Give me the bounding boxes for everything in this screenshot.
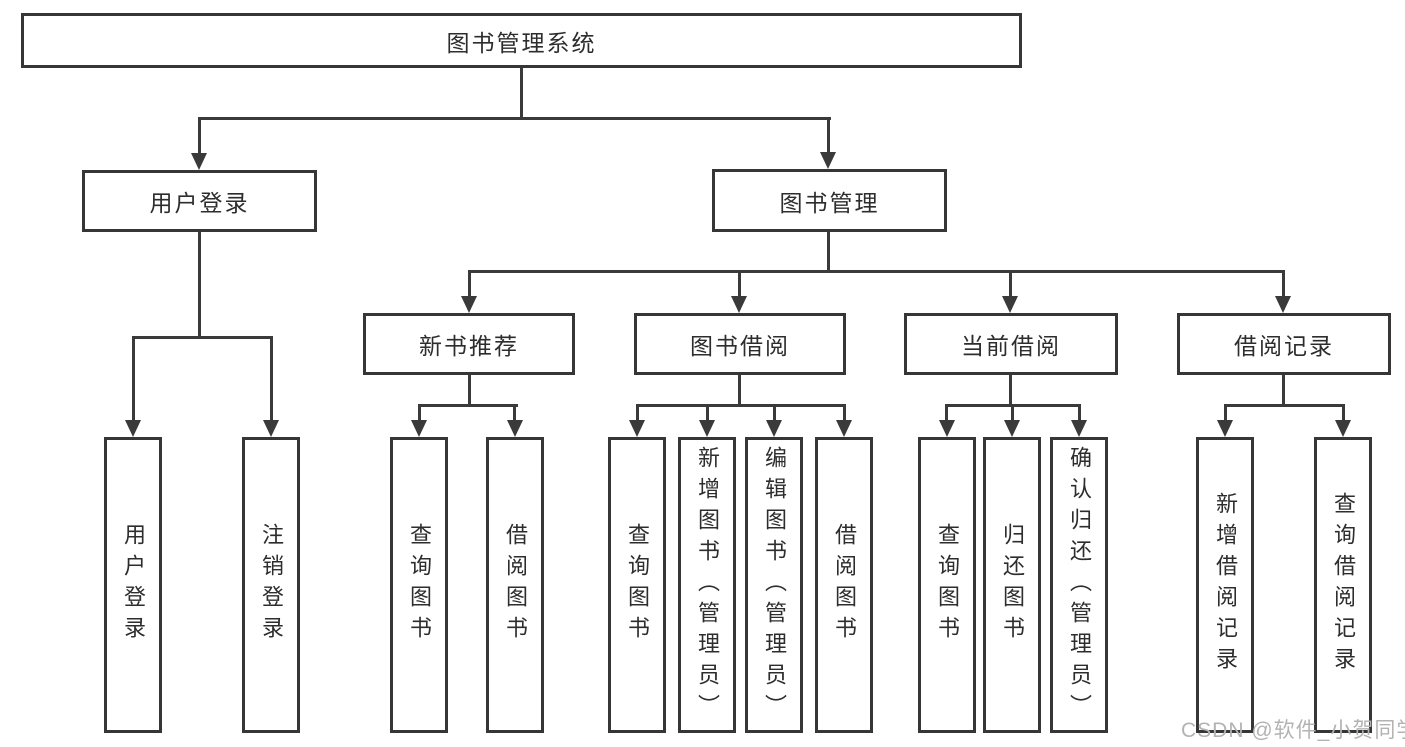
connector-line xyxy=(1078,404,1081,424)
node-borrowing-records: 借阅记录 xyxy=(1177,313,1391,375)
leaf-newrec-borrow-books: 借阅图书 xyxy=(486,437,544,733)
connector-line xyxy=(513,404,516,424)
arrow-down-icon xyxy=(766,420,782,437)
connector-line xyxy=(1282,375,1285,407)
arrow-down-icon xyxy=(1002,296,1018,313)
connector-line xyxy=(468,375,471,407)
leaf-newrec-query-books: 查询图书 xyxy=(390,437,448,733)
connector-line xyxy=(1011,404,1014,424)
leaf-borrow-edit-books-admin: 编辑图书（管理员） xyxy=(745,437,803,733)
leaf-user-login: 用户登录 xyxy=(104,437,162,733)
connector-line xyxy=(636,404,846,407)
arrow-down-icon xyxy=(731,296,747,313)
connector-line xyxy=(773,404,776,424)
arrow-down-icon xyxy=(263,420,279,437)
leaf-borrow-borrow-books: 借阅图书 xyxy=(815,437,873,733)
connector-line xyxy=(843,404,846,424)
connector-line xyxy=(706,404,709,424)
arrow-down-icon xyxy=(836,420,852,437)
connector-line xyxy=(198,232,201,338)
node-system-root: 图书管理系统 xyxy=(21,13,1022,68)
arrow-down-icon xyxy=(1071,420,1087,437)
arrow-down-icon xyxy=(191,153,207,170)
connector-line xyxy=(198,117,831,120)
connector-line xyxy=(1009,270,1012,298)
leaf-current-return-books: 归还图书 xyxy=(983,437,1041,733)
connector-line xyxy=(468,270,471,298)
connector-line xyxy=(468,270,1285,273)
connector-line xyxy=(738,375,741,407)
arrow-down-icon xyxy=(699,420,715,437)
arrow-down-icon xyxy=(411,420,427,437)
connector-line xyxy=(1009,375,1012,407)
arrow-down-icon xyxy=(461,296,477,313)
connector-line xyxy=(520,68,523,118)
arrow-down-icon xyxy=(1217,420,1233,437)
arrow-down-icon xyxy=(629,420,645,437)
leaf-current-confirm-return-admin: 确认归还（管理员） xyxy=(1050,437,1108,733)
leaf-records-add-record: 新增借阅记录 xyxy=(1196,437,1254,733)
arrow-down-icon xyxy=(507,420,523,437)
leaf-borrow-query-books: 查询图书 xyxy=(608,437,666,733)
connector-line xyxy=(827,232,830,273)
node-user-login: 用户登录 xyxy=(82,170,317,232)
leaf-current-query-books: 查询图书 xyxy=(918,437,976,733)
watermark: CSDN @软件_小贺同学 xyxy=(1181,719,1405,742)
connector-line xyxy=(418,404,421,424)
connector-line xyxy=(1224,404,1345,407)
node-current-borrowing: 当前借阅 xyxy=(904,313,1118,375)
arrow-down-icon xyxy=(1335,420,1351,437)
connector-line xyxy=(945,404,948,424)
arrow-down-icon xyxy=(1275,296,1291,313)
arrow-down-icon xyxy=(939,420,955,437)
node-book-borrowing: 图书借阅 xyxy=(634,313,846,375)
connector-line xyxy=(636,404,639,424)
connector-line xyxy=(270,336,273,422)
leaf-borrow-add-books-admin: 新增图书（管理员） xyxy=(678,437,736,733)
connector-line xyxy=(132,336,135,422)
connector-line xyxy=(198,117,201,155)
leaf-logout: 注销登录 xyxy=(242,437,300,733)
connector-line xyxy=(1342,404,1345,424)
connector-line xyxy=(132,336,273,339)
connector-line xyxy=(738,270,741,298)
connector-line xyxy=(1282,270,1285,298)
connector-line xyxy=(827,117,830,154)
node-new-book-recommend: 新书推荐 xyxy=(363,313,575,375)
node-book-management: 图书管理 xyxy=(712,169,947,232)
arrow-down-icon xyxy=(1004,420,1020,437)
leaf-records-query-record: 查询借阅记录 xyxy=(1314,437,1372,733)
connector-line xyxy=(1224,404,1227,424)
connector-line xyxy=(418,404,518,407)
arrow-down-icon xyxy=(820,152,836,169)
arrow-down-icon xyxy=(125,420,141,437)
